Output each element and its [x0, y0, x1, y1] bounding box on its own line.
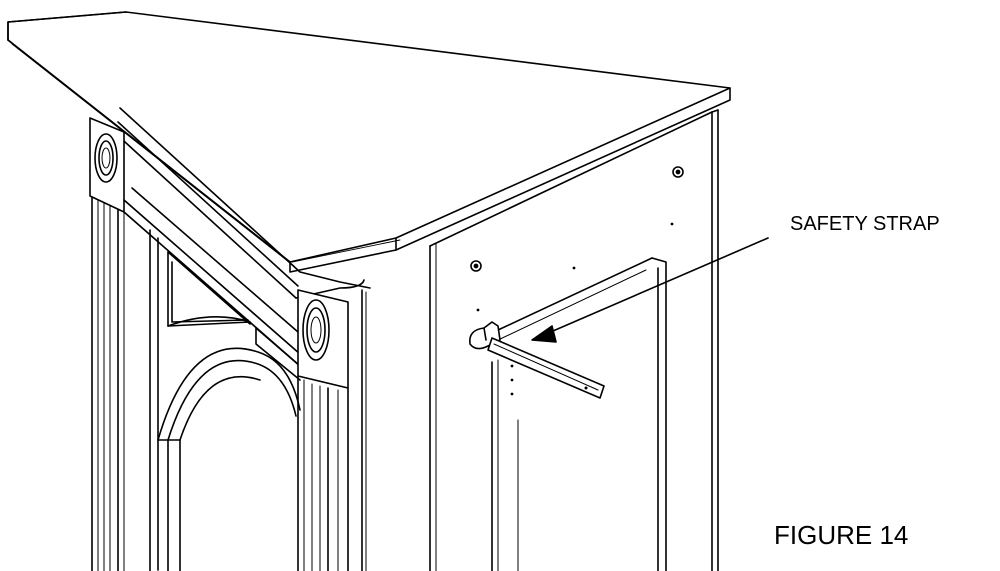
figure-caption: FIGURE 14 [774, 520, 909, 550]
screw-hole [672, 166, 684, 178]
safety-strap-label: SAFETY STRAP [790, 213, 940, 235]
front-face [89, 117, 367, 571]
screw-hole [470, 260, 482, 272]
mantel-top [7, 11, 731, 273]
callout-leader [531, 237, 769, 343]
side-panel [429, 109, 719, 571]
crown-molding [113, 107, 371, 299]
safety-strap [468, 321, 605, 399]
